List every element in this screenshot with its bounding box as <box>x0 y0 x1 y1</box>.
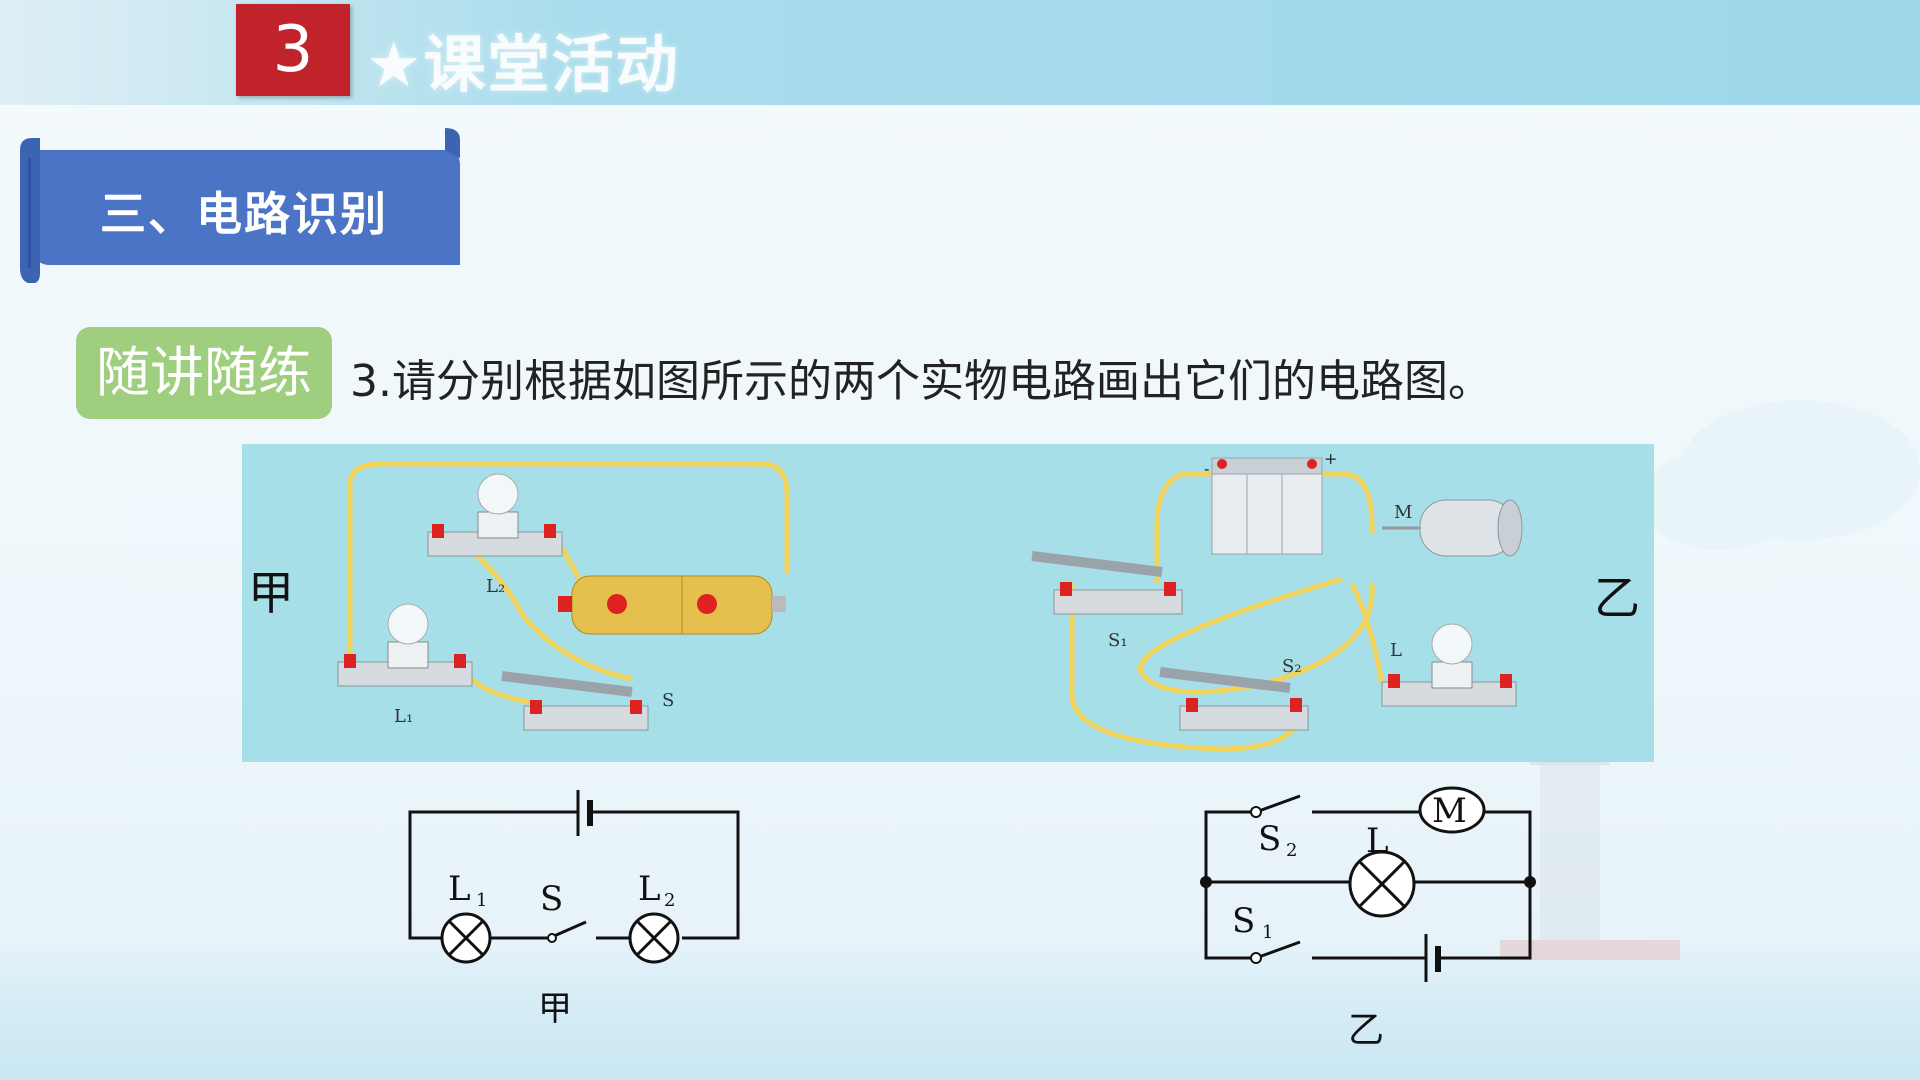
left-photo-caption: 甲 <box>248 566 294 620</box>
label-m: M <box>1394 502 1412 523</box>
motor-symbol <box>1418 786 1486 834</box>
battery-pack-photo <box>1211 457 1323 555</box>
schem-yi-l: L <box>1366 821 1389 861</box>
schem-yi-s1: S <box>1232 901 1255 941</box>
label-s2: S₂ <box>1282 656 1302 677</box>
lamp-l-photo <box>1381 623 1517 707</box>
switch-s1-contact <box>1250 952 1262 964</box>
ribbon-label: 三、电路识别 <box>100 187 388 241</box>
practice-tag: 随讲随练 <box>76 327 332 419</box>
junction-right <box>1524 876 1536 888</box>
battery-photo <box>558 575 786 635</box>
switch-s-contact <box>547 933 557 943</box>
section-title: ★课堂活动 <box>366 28 680 101</box>
switch-s2-contact <box>1250 806 1262 818</box>
label-minus: - <box>1204 459 1209 478</box>
motor-photo <box>1382 499 1523 557</box>
lamp-l-symbol <box>1348 850 1416 918</box>
label-s1: S₁ <box>1108 630 1128 651</box>
lamp-l2-symbol <box>628 912 680 964</box>
bottom-decoration <box>0 940 1920 1080</box>
switch-s1-photo <box>1031 551 1183 615</box>
question-text: 3.请分别根据如图所示的两个实物电路画出它们的电路图。 <box>350 356 1492 407</box>
schematic-jia <box>408 790 740 940</box>
junction-left <box>1200 876 1212 888</box>
schem-jia-l2: L <box>638 869 661 909</box>
switch-s-photo <box>501 671 649 731</box>
schem-jia-l2-sub: 2 <box>664 890 675 911</box>
label-plus: + <box>1324 449 1337 468</box>
right-wires <box>1069 471 1385 752</box>
right-photo-caption: 乙 <box>1594 571 1640 625</box>
lamp-l2-photo <box>427 473 563 557</box>
schem-yi-s1-sub: 1 <box>1262 922 1273 943</box>
schem-yi-s2-sub: 2 <box>1286 840 1297 861</box>
label-l2: L₂ <box>486 576 505 597</box>
schem-yi-m: M <box>1432 791 1467 831</box>
lamp-l1-symbol <box>440 912 492 964</box>
physical-circuit-photo: L₂ L₁ S 甲 <box>242 444 1654 762</box>
label-l1: L₁ <box>394 706 413 727</box>
schem-jia-l1: L <box>448 869 471 909</box>
schem-jia-caption: 甲 <box>538 989 572 1029</box>
schem-yi-s2: S <box>1258 819 1281 859</box>
label-l: L <box>1390 640 1402 661</box>
lamp-l1-photo <box>337 603 473 687</box>
ribbon-banner <box>20 128 460 283</box>
schem-yi-caption: 乙 <box>1348 1010 1384 1051</box>
section-number-badge: 3 <box>236 4 350 96</box>
switch-s2-photo <box>1159 667 1309 731</box>
label-s: S <box>662 690 674 711</box>
schem-jia-l1-sub: 1 <box>476 890 487 911</box>
schem-jia-s: S <box>540 879 563 919</box>
